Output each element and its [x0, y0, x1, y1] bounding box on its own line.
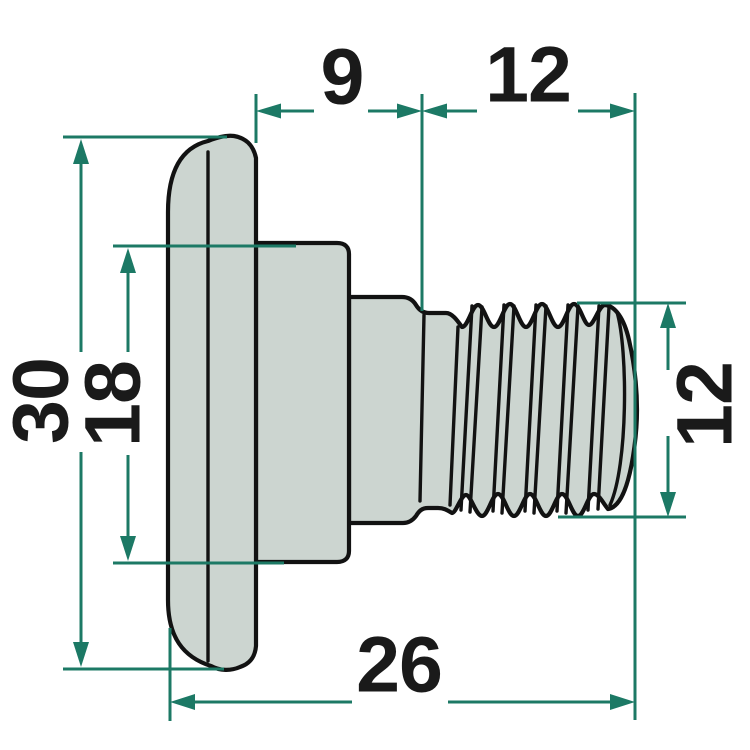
arrowhead-right	[610, 694, 635, 710]
dim-label-hub-diameter: 18	[68, 361, 157, 447]
arrowhead-right	[397, 103, 422, 119]
bolt-hub	[253, 240, 352, 565]
thread-flank-lines	[418, 303, 627, 515]
dim-label-thread-length: 12	[485, 30, 571, 119]
thread-flank-line	[459, 304, 474, 512]
arrowhead-up	[660, 303, 676, 328]
dim-label-shank-length: 9	[321, 32, 364, 121]
thread-flank-line	[555, 303, 570, 513]
extension-lines-right	[558, 301, 686, 519]
arrowhead-up	[120, 248, 136, 273]
arrowhead-left	[170, 694, 195, 710]
arrowhead-up	[73, 139, 89, 164]
thread-flank-line	[532, 304, 548, 515]
thread-flank-line	[523, 303, 538, 513]
bolt-flange	[165, 133, 259, 672]
bolt-part	[165, 133, 640, 672]
extension-lines-left	[63, 135, 296, 671]
thread-tip-edge	[608, 310, 627, 507]
thread-runout-line	[418, 313, 426, 503]
thread-flank-line	[564, 304, 580, 515]
dim-label-thread-diameter: 12	[660, 362, 749, 448]
arrowhead-down	[660, 492, 676, 517]
arrowhead-left	[256, 103, 281, 119]
thread-flank-line	[586, 304, 601, 512]
arrowhead-down	[73, 642, 89, 667]
dimension-labels: 9 12 30 18 12 26	[0, 30, 749, 709]
dim-label-flange-diameter: 30	[0, 358, 85, 444]
arrowhead-left	[422, 103, 447, 119]
thread-flank-line	[500, 304, 516, 515]
thread-flank-line	[448, 325, 460, 507]
thread-flank-line	[596, 305, 611, 511]
arrowhead-down	[120, 536, 136, 561]
dimension-arrowheads	[73, 103, 676, 710]
thread-flank-line	[491, 303, 506, 513]
thread-flank-line	[468, 305, 484, 514]
arrowhead-right	[610, 103, 635, 119]
dimension-lines	[63, 93, 686, 721]
extension-lines-top	[254, 93, 637, 720]
dim-label-overall-length: 26	[356, 620, 442, 709]
